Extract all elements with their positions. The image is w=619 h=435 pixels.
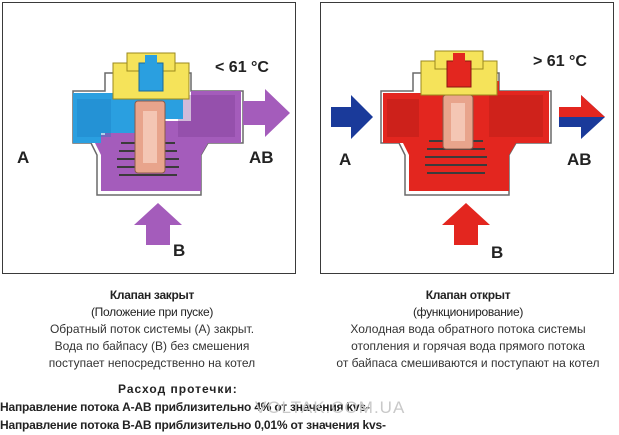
arrow-up-icon (134, 203, 182, 245)
caption-line: Холодная вода обратного потока системы (350, 322, 586, 336)
watermark: VOLTAK.COM.UA (255, 398, 406, 417)
valve-closed-panel: < 61 °C A AB B (2, 2, 296, 274)
port-ab-label: AB (567, 150, 592, 169)
leakage-row: Направление потока B-AB приблизительно 0… (0, 418, 386, 432)
leakage-block: Расход протечки: Направление потока A-AB… (0, 380, 386, 434)
caption-title: Клапан закрыт (109, 288, 195, 302)
arrow-up-icon (442, 203, 490, 245)
leakage-row: Направление потока A-AB приблизительно 4… (0, 400, 370, 414)
port-ab-label: AB (249, 148, 274, 167)
valve-closed-caption: Клапан закрыт (Положение при пуске) Обра… (0, 287, 304, 372)
caption-line: от байпаса смешиваются и поступают на ко… (336, 356, 600, 370)
valve-open-diagram (331, 50, 605, 245)
port-a-label: A (17, 148, 30, 167)
caption-line: Вода по байпасу (B) без смешения (54, 339, 250, 353)
caption-line: поступает непосредственно на котел (48, 356, 256, 370)
temperature-label: < 61 °C (215, 59, 269, 76)
port-b-label: B (491, 243, 504, 262)
leakage-heading: Расход протечки: (118, 382, 238, 396)
valve-closed-diagram (72, 52, 290, 245)
caption-line: отопления и горячая вода прямого потока (351, 339, 585, 353)
arrow-right-icon (243, 89, 290, 137)
caption-subtitle: (Положение при пуске) (90, 305, 214, 319)
arrow-right-icon (331, 95, 373, 139)
caption-line: Обратный поток системы (A) закрыт. (49, 322, 255, 336)
port-a-label: A (339, 150, 352, 169)
valve-open-caption: Клапан открыт (функционирование) Холодна… (318, 287, 618, 372)
temperature-label: > 61 °C (533, 53, 587, 70)
caption-subtitle: (функционирование) (412, 305, 524, 319)
port-b-label: B (173, 241, 186, 260)
valve-open-panel: > 61 °C A AB B (320, 2, 614, 274)
caption-title: Клапан открыт (425, 288, 511, 302)
